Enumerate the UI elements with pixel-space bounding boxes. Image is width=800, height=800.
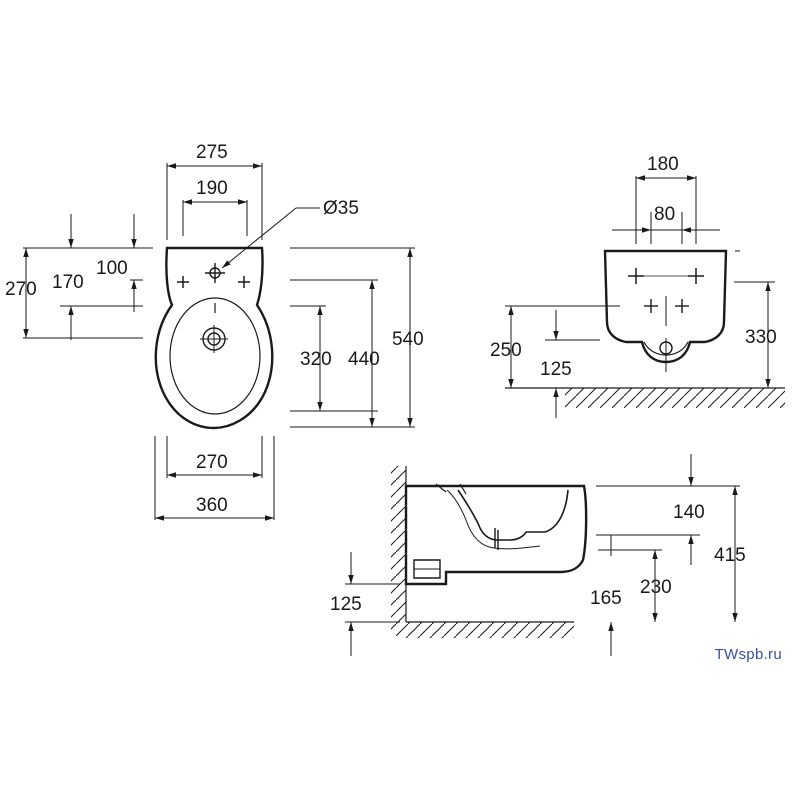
side-bowl-profile	[457, 489, 569, 541]
top-view	[23, 163, 415, 521]
front-floor-hatch	[565, 388, 785, 408]
label-275: 275	[196, 142, 228, 163]
side-view-dimension-lines	[345, 454, 738, 656]
side-view	[345, 454, 740, 656]
label-250: 250	[490, 340, 522, 361]
label-125-front: 125	[540, 359, 572, 380]
front-view	[505, 175, 785, 418]
side-wall-hatch	[391, 466, 406, 636]
top-view-dimension-lines	[23, 163, 413, 521]
side-view-labels: 140 415 165 230 125	[330, 502, 746, 615]
label-440: 440	[348, 349, 380, 370]
top-view-extension-lines	[23, 163, 415, 520]
label-330: 330	[745, 327, 777, 348]
label-100: 100	[96, 258, 128, 279]
fixing-hole-right	[238, 276, 250, 288]
label-80: 80	[654, 204, 675, 225]
watermark-text: TWspb.ru	[714, 646, 782, 663]
front-view-labels: 180 80 250 125 330	[490, 154, 777, 380]
label-270-vertical: 270	[5, 279, 37, 300]
front-fixing-holes	[628, 268, 704, 284]
label-415: 415	[714, 545, 746, 566]
fixing-hole-left	[177, 276, 189, 288]
label-diameter-35: Ø35	[323, 198, 359, 219]
side-view-outline	[404, 484, 588, 586]
top-view-outline	[154, 246, 274, 430]
label-165: 165	[590, 588, 622, 609]
label-230: 230	[640, 577, 672, 598]
label-180: 180	[647, 154, 679, 175]
label-140: 140	[673, 502, 705, 523]
label-170: 170	[52, 272, 84, 293]
front-view-extension-lines	[505, 176, 775, 341]
front-tap-holes	[644, 296, 689, 326]
side-floor-hatch	[406, 622, 574, 638]
label-270-bottom: 270	[196, 452, 228, 473]
label-540: 540	[392, 329, 424, 350]
label-360: 360	[196, 495, 228, 516]
label-190: 190	[196, 178, 228, 199]
label-125-side: 125	[330, 594, 362, 615]
bowl-ellipse	[169, 297, 261, 415]
side-view-extension-lines	[345, 485, 740, 585]
top-view-labels: 275 190 Ø35 270 170 100 320 440 540 270 …	[5, 142, 424, 516]
front-view-dimension-lines	[508, 175, 771, 418]
label-320: 320	[300, 349, 332, 370]
tap-hole	[205, 263, 225, 283]
